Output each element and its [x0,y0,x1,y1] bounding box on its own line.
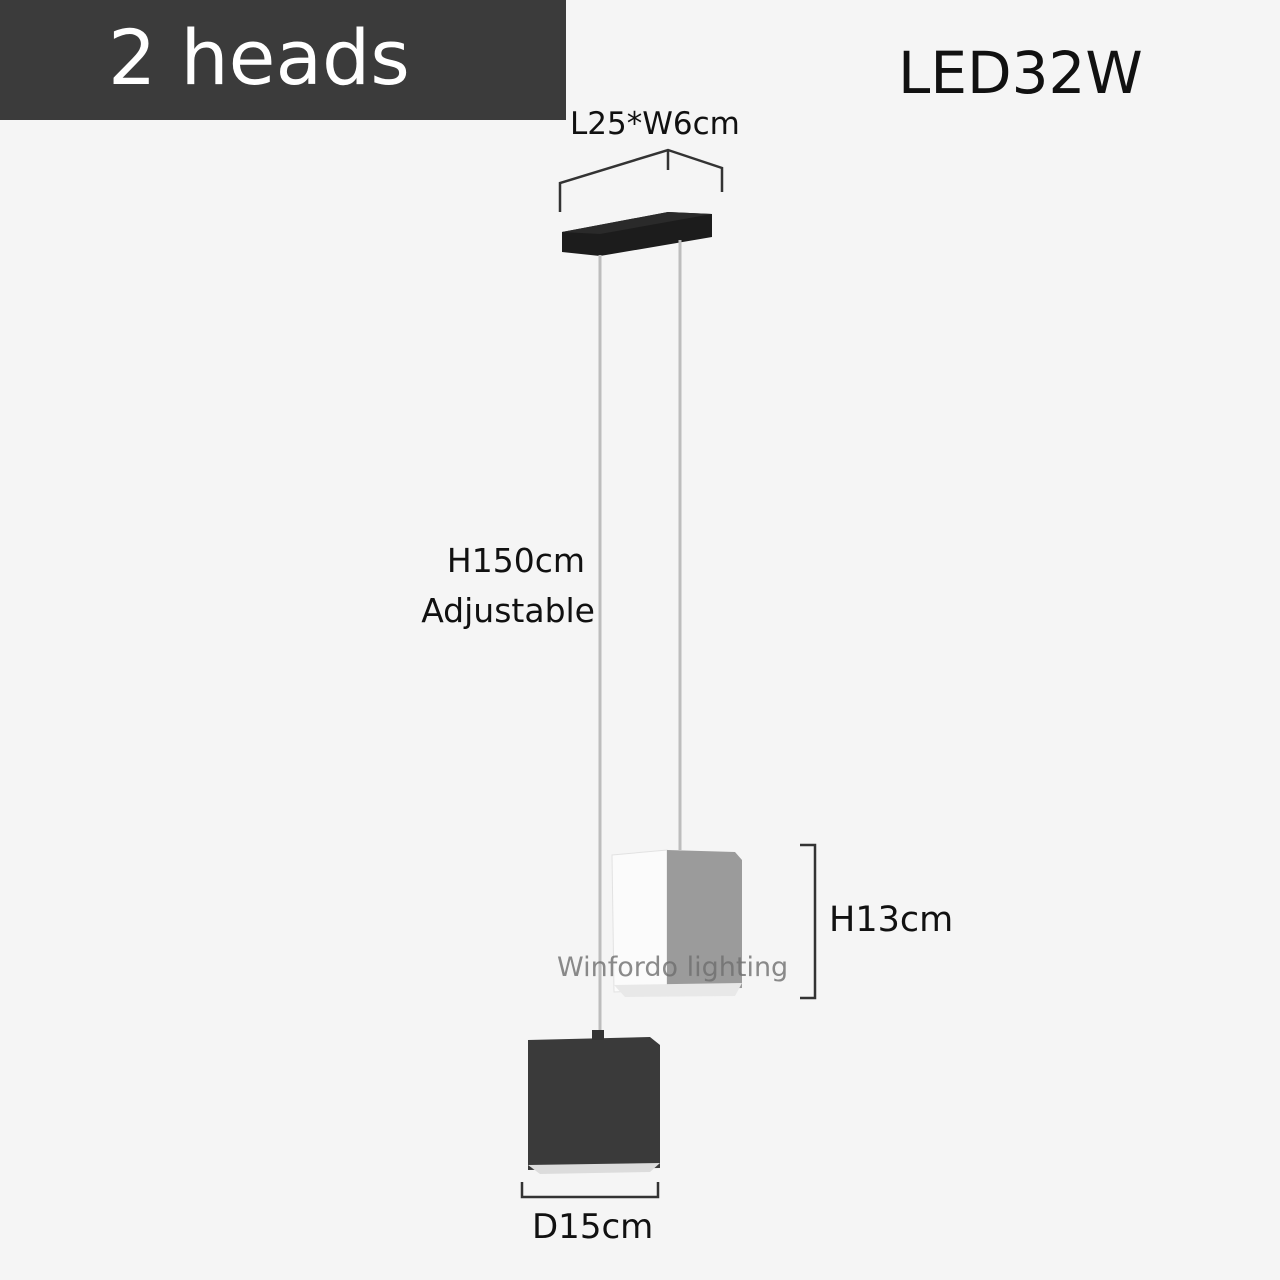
height-bracket [800,843,817,1000]
white-lamp-head [611,849,742,997]
head-diameter-label: D15cm [532,1207,654,1247]
diameter-bracket [520,1182,660,1199]
black-lamp-head [528,1030,660,1174]
cable-adjustable-label: Adjustable [421,591,595,630]
ceiling-canopy [562,212,712,256]
canopy-dimension-label: L25*W6cm [570,106,740,142]
header-banner: 2 heads [0,0,566,120]
canopy-dimension-bracket [558,148,724,212]
cable-length-label: H150cm [446,541,585,580]
head-height-label: H13cm [829,900,954,940]
header-title: 2 heads [108,13,410,102]
watermark: Winfordo lighting [557,952,789,983]
power-label: LED32W [898,39,1143,107]
